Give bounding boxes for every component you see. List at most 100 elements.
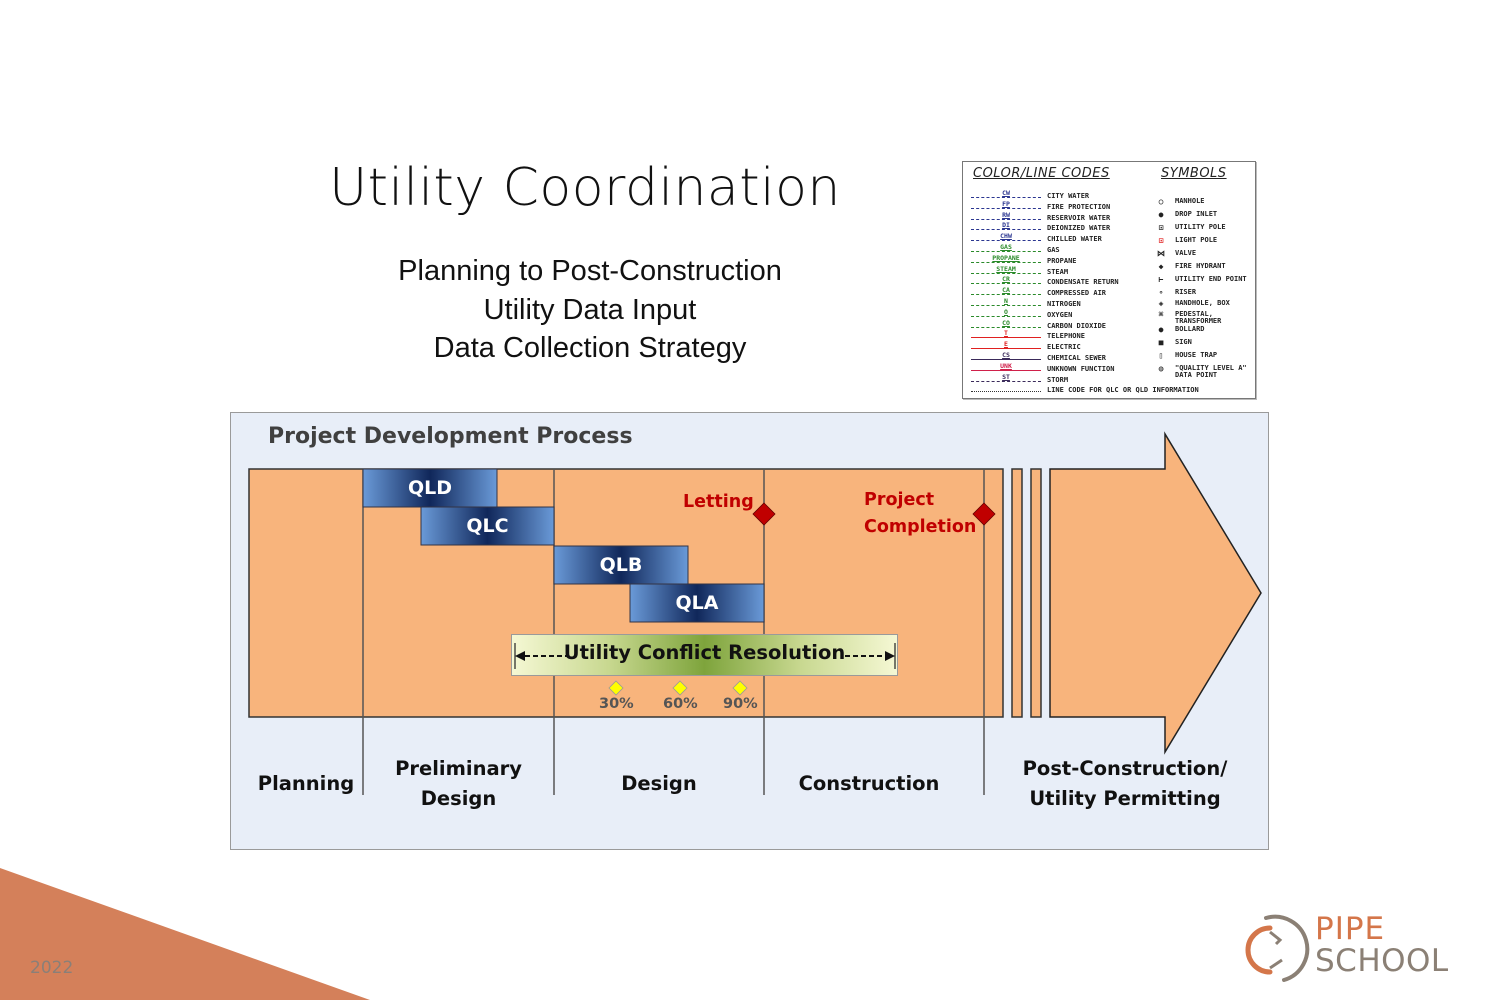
phase-post-construction: Post-Construction/ Utility Permitting [1022, 757, 1228, 810]
legend-symbol-row: ▯HOUSE TRAP [1155, 352, 1218, 360]
line-code-sample: CW [971, 189, 1041, 201]
line-code-sample: CA [971, 286, 1041, 298]
legend-code-row: CS CHEMICAL SEWER [971, 351, 1107, 363]
subtitle-line: Utility Data Input [483, 293, 697, 326]
phase-planning: Planning [257, 772, 355, 795]
logo-text-school: SCHOOL [1315, 943, 1449, 979]
line-code-name: STORM [1047, 375, 1069, 384]
subtitle-line: Data Collection Strategy [433, 332, 747, 364]
ql-bar-qla [629, 583, 765, 623]
line-code-name: CARBON DIOXIDE [1047, 321, 1107, 330]
line-code-sample: PROPANE [971, 253, 1041, 266]
line-code-sample: O [971, 307, 1041, 320]
milestone-letting: Letting [683, 492, 754, 512]
line-code-name: OXYGEN [1047, 310, 1073, 319]
legend-symbol-row: ⊡ LIGHT POLE [1155, 236, 1218, 245]
legend-code-row: CHW CHILLED WATER [971, 232, 1102, 244]
line-code-label: T [1004, 329, 1008, 338]
line-code-name: LINE CODE FOR QLC OR QLD INFORMATION [1047, 386, 1199, 395]
line-code-label: ST [1002, 372, 1010, 381]
symbol-name: RISER [1175, 288, 1197, 296]
valve-icon: ⋈ [1157, 249, 1165, 258]
line-code-label: CHW [1000, 232, 1012, 241]
phase-construction: Construction [798, 772, 940, 795]
slide-subtitles: Planning to Post-Construction Utility Da… [340, 252, 840, 368]
handhole-box-icon: ◈ [1158, 299, 1164, 308]
ql-bar-qlb [553, 545, 689, 585]
legend-code-row: LINE CODE FOR QLC OR QLD INFORMATION [971, 385, 1199, 395]
line-code-label: CA [1002, 286, 1010, 295]
line-code-name: CONDENSATE RETURN [1047, 278, 1119, 287]
line-code-name: CHEMICAL SEWER [1047, 354, 1107, 362]
legend-codes-header: COLOR/LINE CODES [973, 166, 1110, 181]
line-code-name: RESERVOIR WATER [1047, 213, 1111, 222]
conflict-resolution-label: Utility Conflict Resolution [563, 641, 846, 664]
symbol-name: "QUALITY LEVEL A" DATA POINT [1175, 364, 1247, 379]
letting-milestone-diamond [752, 502, 776, 526]
post-construction-arrow [1049, 431, 1262, 755]
phase-preliminary-design: Preliminary Design [395, 757, 522, 810]
line-code-sample: ST [971, 372, 1041, 385]
legend-code-row: E ELECTRIC [971, 340, 1081, 352]
line-code-label: CS [1002, 351, 1010, 359]
legend-symbol-row: ◈ HANDHOLE, BOX [1155, 299, 1230, 308]
line-code-sample: CHW [971, 232, 1041, 244]
line-code-name: STEAM [1047, 267, 1069, 276]
ql-label-qld: QLD [407, 477, 453, 499]
ql-label-qlb: QLB [599, 554, 643, 576]
line-code-sample: DI [971, 221, 1041, 233]
line-code-label: O [1004, 307, 1008, 316]
legend-symbol-row: ◍"QUALITY LEVEL A" DATA POINT [1155, 365, 1247, 379]
utility-end-point-icon: ⊢ [1158, 275, 1164, 284]
manhole-icon: ○ [1158, 197, 1164, 206]
utility-conflict-resolution-band: Utility Conflict Resolution [511, 634, 898, 676]
line-code-label: RW [1002, 210, 1010, 219]
line-code-name: GAS [1047, 246, 1060, 254]
line-code-name: ELECTRIC [1047, 343, 1081, 352]
legend-symbol-row: ■SIGN [1155, 339, 1192, 347]
light-pole-icon: ⊡ [1158, 236, 1164, 245]
line-code-sample: GAS [971, 243, 1041, 255]
line-code-label: PROPANE [992, 253, 1020, 262]
slide-title: Utility Coordination [329, 158, 841, 218]
symbol-name: VALVE [1175, 249, 1197, 257]
legend-symbol-row: ●DROP INLET [1155, 210, 1218, 219]
line-code-label: STEAM [996, 264, 1016, 273]
line-code-label: E [1004, 340, 1008, 349]
line-code-sample: FP [971, 200, 1041, 212]
line-code-sample: STEAM [971, 264, 1041, 277]
double-arrow-icon [514, 643, 896, 669]
break-bar [1011, 468, 1023, 718]
symbol-name: MANHOLE [1175, 197, 1205, 205]
line-code-label: GAS [1000, 243, 1012, 251]
line-code-name: CHILLED WATER [1047, 235, 1102, 244]
review-marker-60 [672, 680, 688, 696]
pipe-school-logo: PIPE SCHOOL [1240, 910, 1500, 990]
legend-symbol-row: ⊡UTILITY POLE [1155, 224, 1226, 232]
line-code-sample: CS [971, 351, 1041, 363]
line-code-label: DI [1002, 221, 1010, 230]
line-code-sample: UNK [971, 362, 1041, 374]
line-code-name: PROPANE [1047, 256, 1077, 265]
legend-code-row: GAS GAS [971, 243, 1060, 255]
line-code-sample: T [971, 329, 1041, 341]
symbol-name: DROP INLET [1175, 210, 1218, 218]
symbol-name: HANDHOLE, BOX [1175, 299, 1230, 307]
symbol-name: PEDESTAL, TRANSFORMER [1175, 310, 1222, 325]
milestone-project-completion: Project Completion [864, 490, 977, 537]
symbol-name: LIGHT POLE [1175, 236, 1218, 244]
line-code-label: N [1004, 297, 1008, 305]
slide-year: 2022 [30, 958, 74, 978]
legend-code-row: ST STORM [971, 372, 1069, 385]
logo-text-pipe: PIPE [1315, 911, 1386, 947]
line-code-name: FIRE PROTECTION [1047, 202, 1111, 211]
legend-symbol-row: ●BOLLARD [1155, 326, 1205, 334]
ql-label-qlc: QLC [466, 515, 509, 537]
